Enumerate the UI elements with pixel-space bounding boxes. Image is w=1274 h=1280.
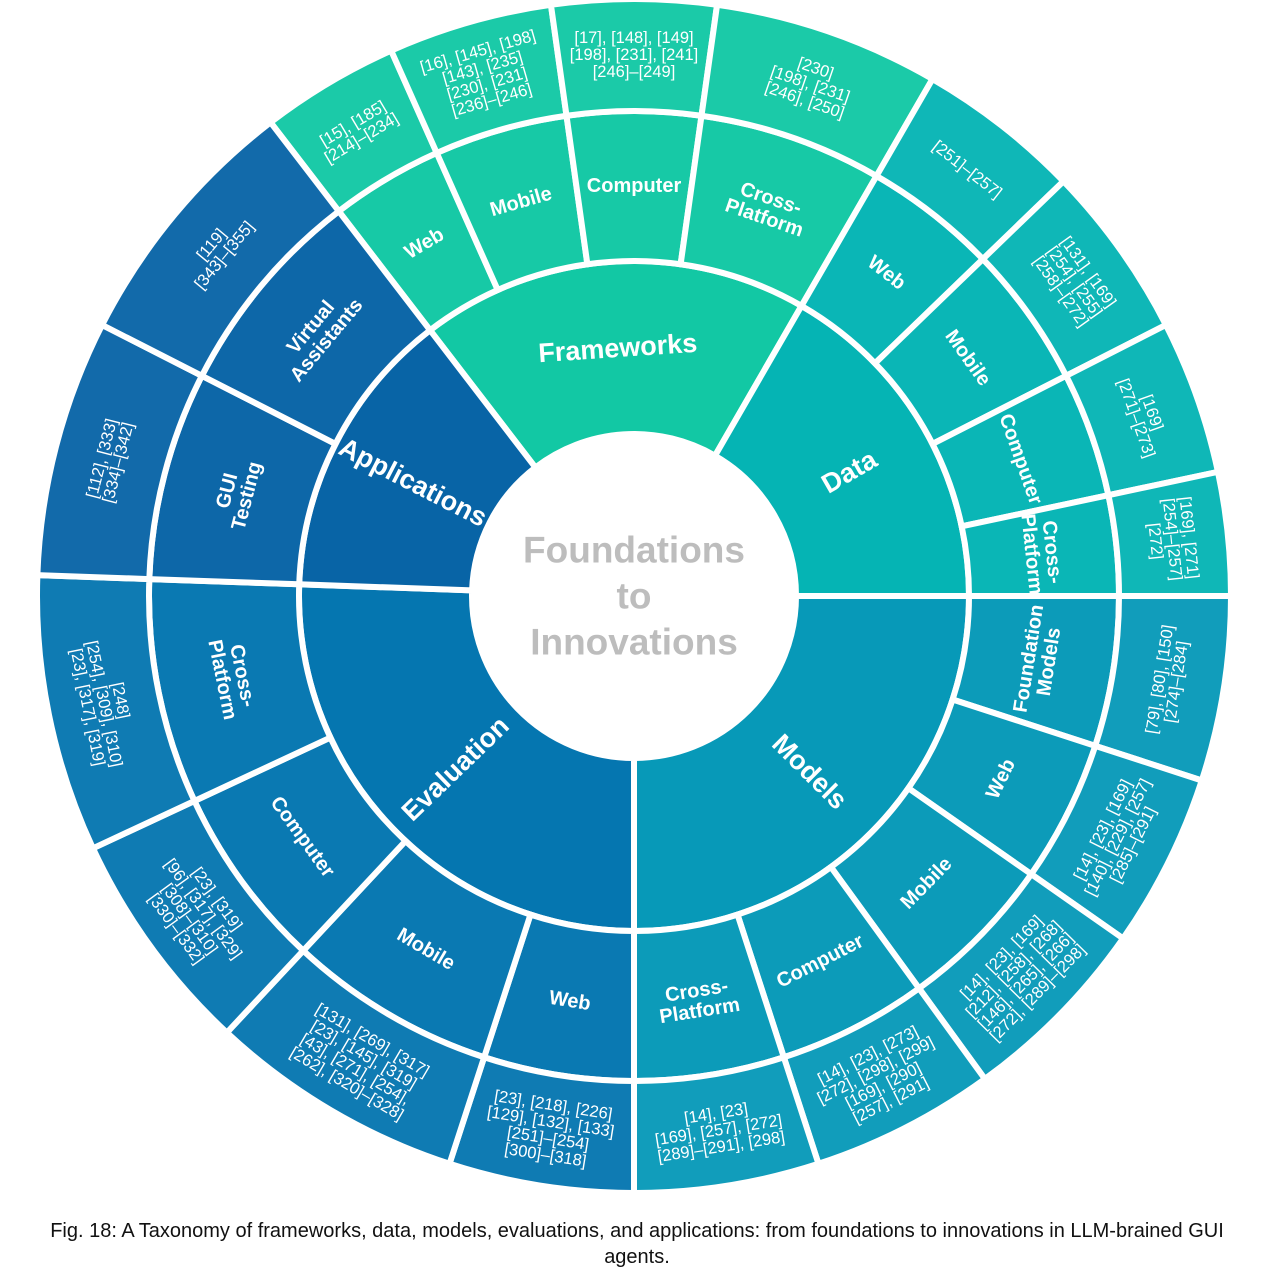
reference-list-frameworks-2-line: [198], [231], [241] bbox=[570, 46, 698, 64]
figure-caption: Fig. 18: A Taxonomy of frameworks, data,… bbox=[50, 1220, 1224, 1268]
reference-list-evaluation-0: [23], [218], [226][129], [132], [133][25… bbox=[486, 1087, 616, 1170]
reference-list-models-0: [79], [80], [150][274]–[284] bbox=[1143, 624, 1192, 736]
reference-list-data-3: [169], [271][254]–[257][272] bbox=[1144, 496, 1202, 582]
reference-list-frameworks-2-line: [17], [148], [149] bbox=[574, 29, 693, 47]
reference-list-data-3-line: [272] bbox=[1144, 522, 1166, 560]
center-title-line: Foundations bbox=[523, 530, 745, 571]
subcategory-label-frameworks-2: Computer bbox=[587, 175, 682, 197]
sunburst-segments bbox=[34, 0, 1235, 1197]
references-applications-1 bbox=[98, 118, 343, 380]
reference-list-frameworks-2-line: [246]–[249] bbox=[593, 63, 676, 81]
reference-list-frameworks-2: [17], [148], [149][198], [231], [241][24… bbox=[570, 29, 698, 81]
reference-list-models-4: [14], [23][169], [257], [272][289]–[291]… bbox=[654, 1100, 786, 1166]
subcategory-label-frameworks-2-line: Computer bbox=[587, 175, 682, 197]
center-title-line: Innovations bbox=[530, 622, 738, 663]
center-circle bbox=[472, 434, 796, 758]
subcategory-label-data-3: Cross-Platform bbox=[1016, 513, 1066, 596]
center-title-line: to bbox=[617, 576, 652, 617]
